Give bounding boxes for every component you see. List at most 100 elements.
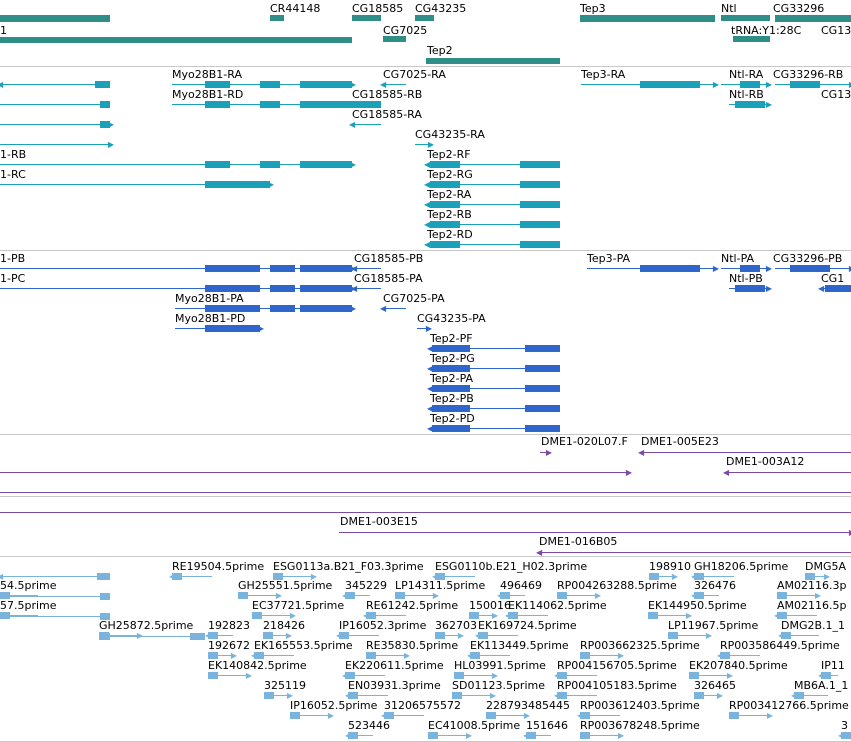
feature[interactable]: ▶ (0, 159, 356, 171)
feature[interactable]: ▶ (775, 79, 851, 91)
feature-label[interactable]: 192823 (208, 619, 250, 632)
est-feature[interactable]: ◀ (691, 590, 719, 602)
feature-label[interactable]: EK169724.5prime (478, 619, 577, 632)
feature-label[interactable]: CG43235-RA (415, 128, 485, 141)
feature-label[interactable]: 345229 (345, 579, 387, 592)
feature-label[interactable]: 192672 (208, 639, 250, 652)
est-feature[interactable]: ▶ (694, 690, 723, 702)
est-feature[interactable]: ▶ (452, 690, 496, 702)
feature-label[interactable]: 3 (841, 719, 848, 732)
feature-label[interactable]: 228793485445 (486, 699, 570, 712)
feature-label[interactable]: RE35830.5prime (366, 639, 459, 652)
feature-label[interactable]: CG18585-PA (354, 272, 423, 285)
feature-label[interactable]: Myo28B1-RD (172, 88, 244, 101)
feature[interactable]: ▶ (0, 467, 632, 479)
feature[interactable] (0, 507, 851, 519)
est-feature[interactable]: ▶ (366, 650, 410, 662)
feature[interactable]: ▶ (172, 79, 356, 91)
feature-label[interactable]: CG43235 (415, 2, 467, 15)
feature[interactable]: ◀ (818, 283, 851, 295)
feature-label[interactable]: 1-RB (0, 148, 27, 161)
feature[interactable]: ▶ (172, 99, 356, 111)
gene-bar[interactable] (0, 37, 352, 43)
feature[interactable]: ◀ (0, 79, 110, 91)
feature[interactable]: ▶ (417, 323, 432, 335)
feature-label[interactable]: EK114062.5prime (508, 599, 607, 612)
feature-label[interactable]: Tep3-PA (587, 252, 631, 265)
feature-label[interactable]: Tep2 (427, 44, 453, 57)
feature-label[interactable]: RP004156705.5prime (557, 659, 677, 672)
est-feature[interactable]: ◀ (0, 610, 38, 622)
feature-label[interactable]: 523446 (348, 719, 390, 732)
est-feature[interactable]: ▶ (805, 571, 830, 583)
feature[interactable]: ◀ (638, 447, 851, 459)
gene-bar[interactable] (426, 58, 560, 64)
feature-label[interactable]: CG18585 (352, 2, 404, 15)
feature-label[interactable]: 1-PB (0, 252, 26, 265)
feature-label[interactable]: DME1-016B05 (539, 535, 618, 548)
feature[interactable]: ▶ (175, 323, 264, 335)
feature-label[interactable]: EK220611.5prime (345, 659, 444, 672)
feature[interactable]: ◀ (424, 199, 560, 211)
feature[interactable]: ◀ (424, 219, 560, 231)
feature-label[interactable]: CG33296-RB (773, 68, 844, 81)
feature-label[interactable]: Myo28B1-RA (172, 68, 242, 81)
est-feature[interactable]: ▶ (557, 590, 601, 602)
feature[interactable]: ◀ (427, 423, 560, 435)
feature-label[interactable]: CG33296 (773, 2, 825, 15)
est-feature[interactable]: ▶ (454, 670, 498, 682)
est-feature[interactable]: ◀ (342, 590, 370, 602)
feature-label[interactable]: DME1-003A12 (726, 455, 805, 468)
est-feature[interactable]: ◀ (0, 571, 110, 583)
feature-label[interactable]: CG13 (821, 88, 851, 101)
est-feature[interactable]: ◀ (345, 690, 388, 702)
feature[interactable] (352, 99, 381, 111)
feature-label[interactable]: RP004105183.5prime (557, 679, 677, 692)
feature-label[interactable]: SD01123.5prime (452, 679, 545, 692)
feature-label[interactable]: 218426 (263, 619, 305, 632)
est-feature[interactable]: ◀ (554, 670, 597, 682)
feature-label[interactable]: Tep2-RA (427, 188, 472, 201)
est-feature[interactable]: ◀ (577, 710, 620, 722)
feature-label[interactable]: CG33296-PB (773, 252, 843, 265)
feature[interactable]: ▶ (729, 283, 772, 295)
feature-label[interactable]: MB6A.1_1 (794, 679, 849, 692)
feature-label[interactable]: DMG2B.1_1 (781, 619, 846, 632)
est-feature[interactable]: ◀ (363, 610, 406, 622)
feature-label[interactable]: 326465 (694, 679, 736, 692)
feature-label[interactable]: LP14311.5prime (395, 579, 486, 592)
feature[interactable]: ◀ (351, 283, 381, 295)
feature-label[interactable]: IP11 (821, 659, 845, 672)
feature-label[interactable]: GH25551.5prime (238, 579, 333, 592)
feature-label[interactable]: Tep2-PA (430, 372, 474, 385)
feature-label[interactable]: EK207840.5prime (689, 659, 788, 672)
feature[interactable]: ▶ (721, 79, 772, 91)
gene-bar[interactable] (580, 15, 715, 22)
est-feature[interactable] (0, 591, 110, 603)
feature-label[interactable]: Ntl (721, 2, 737, 15)
feature[interactable]: ◀ (380, 79, 406, 91)
feature[interactable]: ▶ (0, 263, 356, 275)
est-feature[interactable]: ◀ (345, 730, 373, 742)
est-feature[interactable]: ▶ (252, 610, 296, 622)
est-feature[interactable]: ▶ (649, 571, 678, 583)
gene-bar[interactable] (352, 15, 381, 21)
feature-label[interactable]: CG18585-RA (352, 108, 422, 121)
feature-label[interactable]: 1-PC (0, 272, 26, 285)
est-feature[interactable]: ▶ (580, 650, 624, 662)
est-feature[interactable]: ▶ (648, 610, 692, 622)
feature-label[interactable]: Ntl-RB (729, 88, 764, 101)
feature-label[interactable]: AM02116.5p (777, 599, 847, 612)
feature-label[interactable]: 151646 (526, 719, 568, 732)
feature[interactable]: ▶ (540, 447, 552, 459)
feature-label[interactable]: Tep2-RG (427, 168, 473, 181)
feature[interactable]: ◀ (349, 119, 381, 131)
est-feature[interactable]: ◀ (818, 670, 838, 682)
feature[interactable]: ▶ (339, 527, 851, 539)
est-feature[interactable]: ▶ (668, 630, 712, 642)
feature-label[interactable]: CG7025-RA (383, 68, 446, 81)
feature[interactable] (0, 99, 110, 111)
est-feature[interactable]: ▶ (290, 710, 334, 722)
est-feature[interactable] (99, 631, 205, 643)
feature-label[interactable]: CR44148 (270, 2, 321, 15)
